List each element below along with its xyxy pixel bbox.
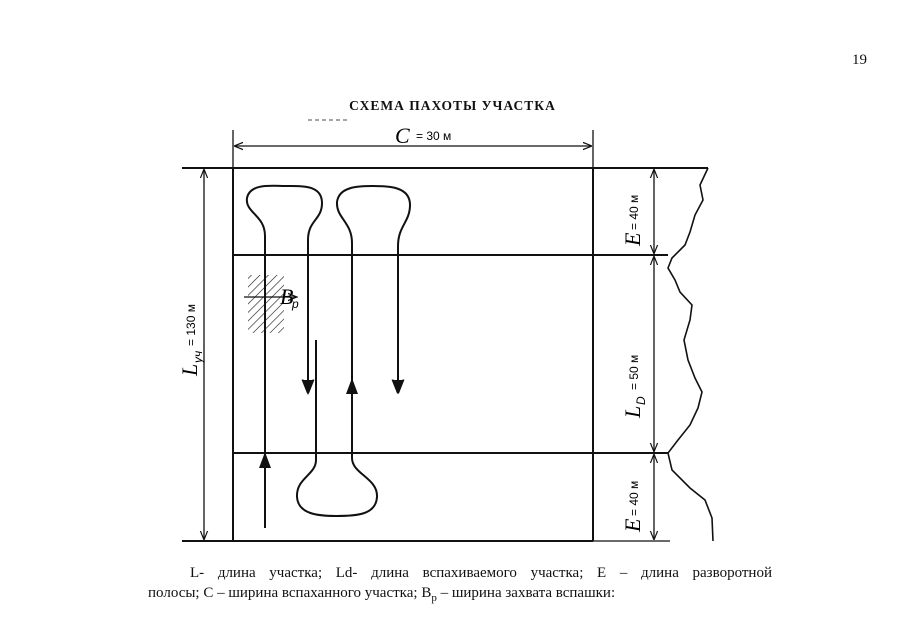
arrow-up-middle <box>346 378 358 394</box>
headland-bottom-label: E = 40 м <box>620 481 645 533</box>
torn-field-edge <box>667 167 714 542</box>
width-dimension: C = 30 м <box>232 119 594 168</box>
page-number: 19 <box>852 52 867 68</box>
arrow-up-left <box>259 452 271 468</box>
field-outline <box>232 168 594 542</box>
working-width-symbol: B <box>280 284 293 309</box>
caption-line-2b: – ширина захвата вспашки: <box>436 585 616 601</box>
plowed-length-value: = 50 м <box>627 355 641 390</box>
total-length-dimension: L уч = 130 м <box>177 170 205 539</box>
legend-caption: L- длина участка; Ld- длина вспахиваемог… <box>148 563 772 608</box>
right-dimension-chain <box>593 170 670 542</box>
headland-top-label: E = 40 м <box>620 195 645 247</box>
arrow-down-middle <box>302 380 314 395</box>
caption-line-2a: полосы; C – ширина вспаханного участка; … <box>148 585 432 601</box>
total-length-symbol: L <box>177 364 202 377</box>
arrow-down-right <box>392 380 404 394</box>
headland-top-symbol: E <box>620 232 645 247</box>
caption-line-1: L- длина участка; Ld- длина вспахиваемог… <box>190 565 772 581</box>
plowed-length-subscript: D <box>634 396 648 405</box>
width-symbol: C <box>395 123 410 148</box>
boundary-lines <box>182 167 708 542</box>
working-width-subscript: p <box>291 297 299 311</box>
plowed-length-label: L D = 50 м <box>620 355 648 419</box>
width-value: = 30 м <box>416 129 451 143</box>
total-length-subscript: уч <box>191 351 205 364</box>
plowed-length-symbol: L <box>620 406 645 419</box>
diagram-title: СХЕМА ПАХОТЫ УЧАСТКА <box>349 98 556 113</box>
plow-path-bottom-loop <box>295 340 379 518</box>
headland-bottom-value: = 40 м <box>627 481 641 516</box>
headland-bottom-symbol: E <box>620 518 645 533</box>
caption-line-2-sub: p <box>431 592 437 604</box>
plow-path-top-loop-2 <box>335 184 412 392</box>
plow-path-top-loop-1 <box>245 184 324 528</box>
headland-top-value: = 40 м <box>627 195 641 230</box>
working-width-marker: B p <box>244 275 299 333</box>
total-length-value: = 130 м <box>184 304 198 346</box>
caption-line-2: полосы; C – ширина вспаханного участка; … <box>148 583 772 608</box>
